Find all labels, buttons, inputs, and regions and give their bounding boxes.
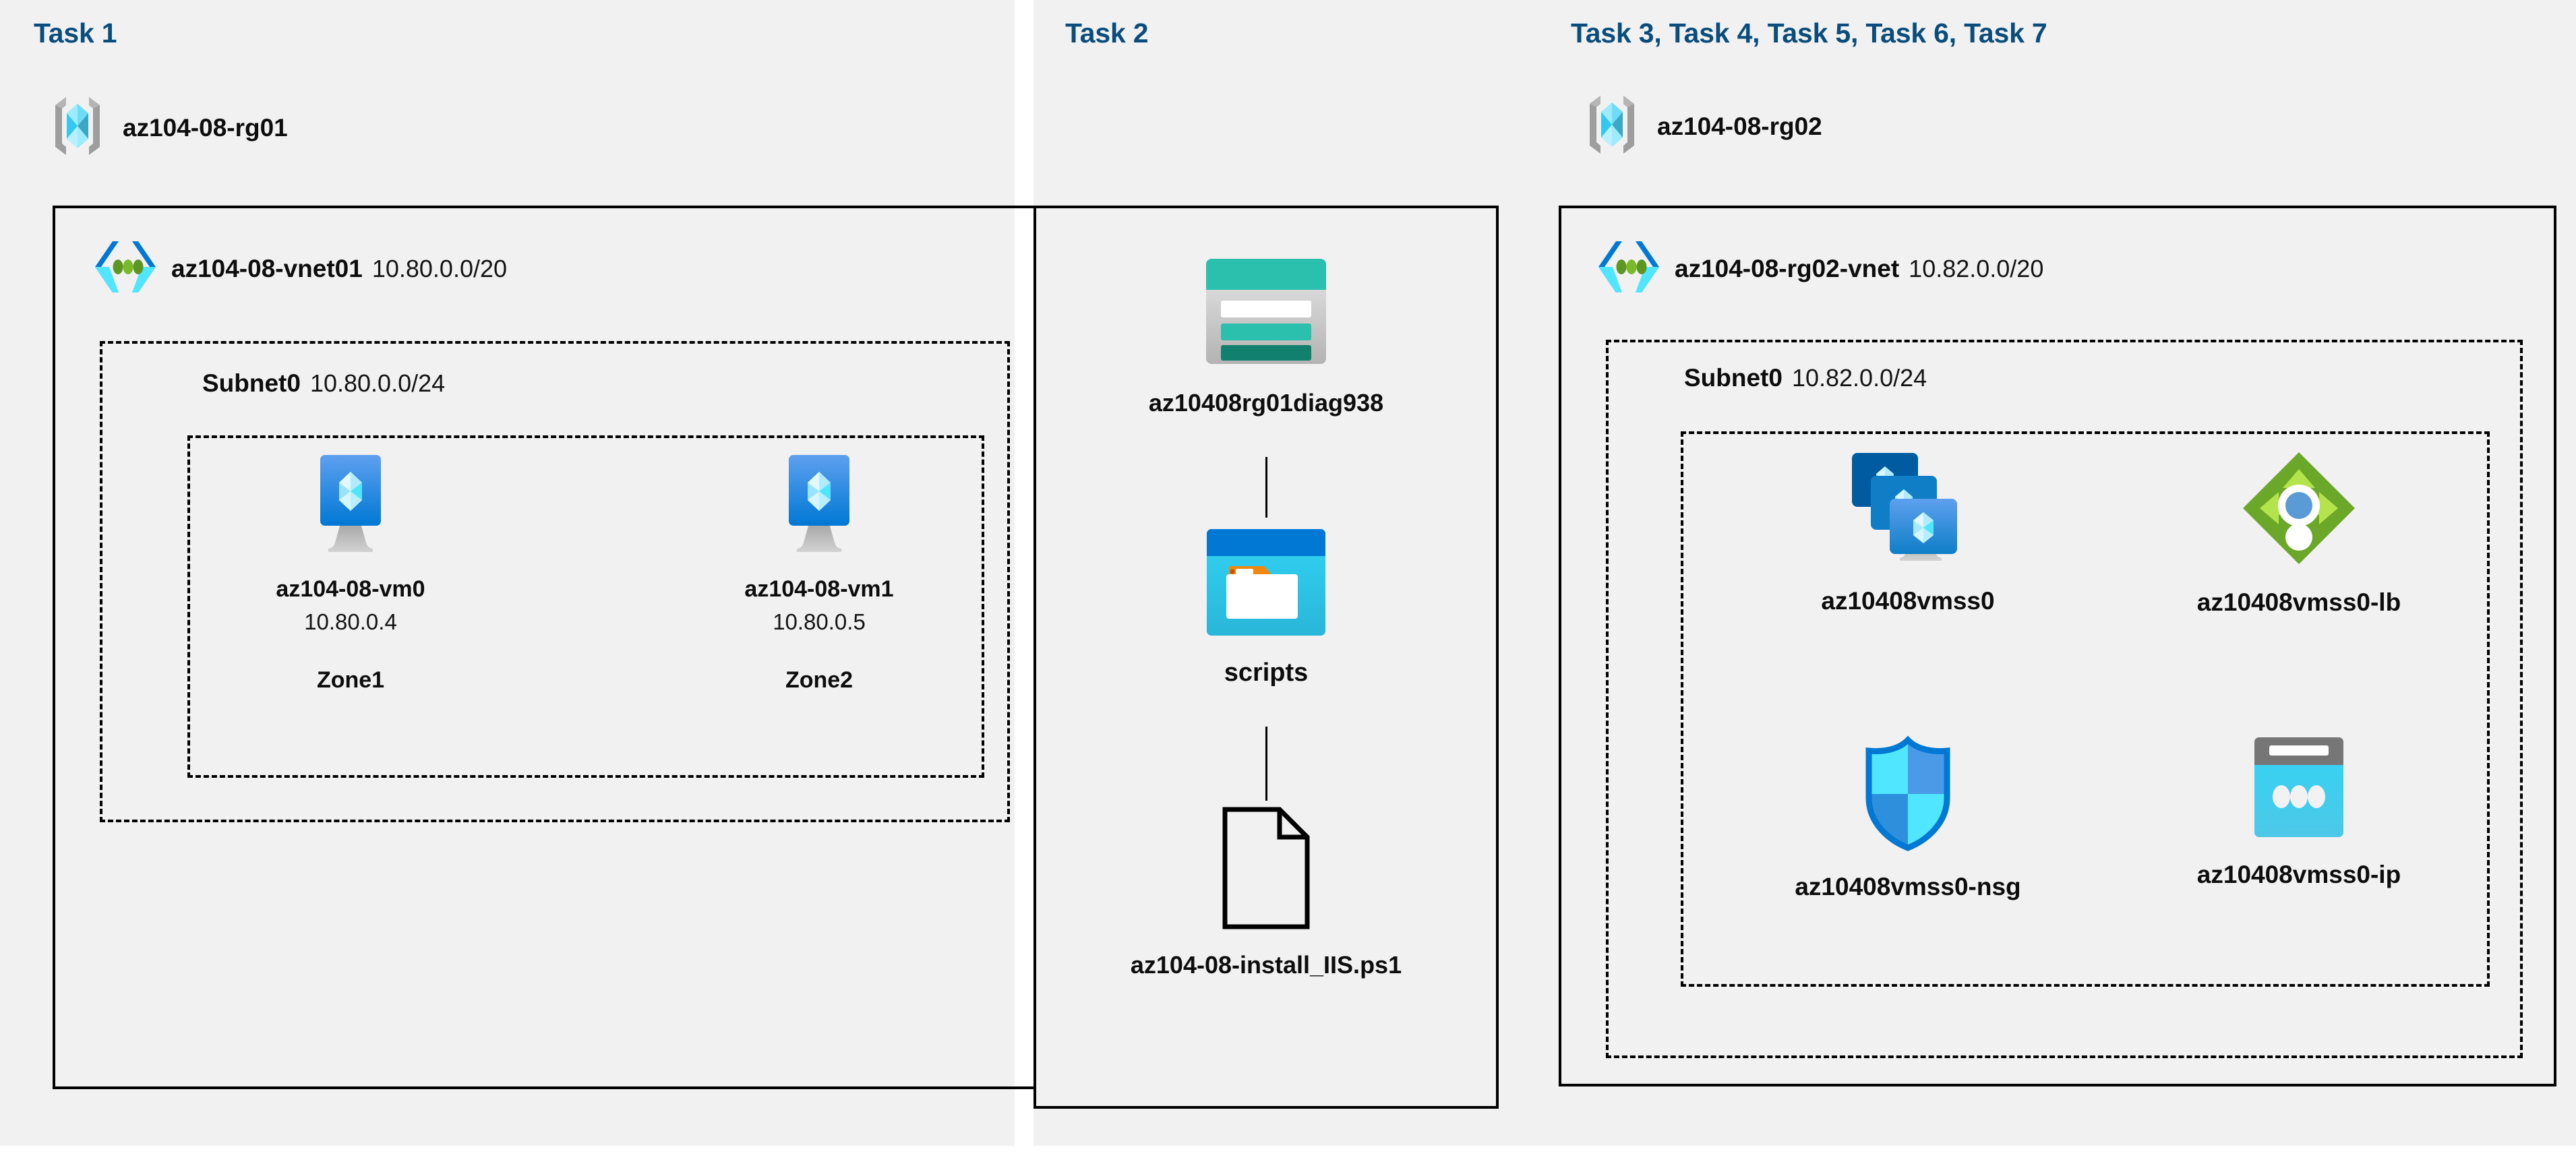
blob-container-node: scripts	[1111, 527, 1421, 687]
task1-vnet-cidr: 10.80.0.0/20	[371, 254, 508, 282]
task3-resource-box	[1681, 431, 2490, 987]
task3-subnet-label: Subnet0 10.82.0.0/24	[1684, 364, 1927, 392]
load-balancer-icon	[2240, 449, 2358, 571]
task3-title: Task 3, Task 4, Task 5, Task 6, Task 7	[1571, 18, 2047, 49]
task3-rg-label: az104-08-rg02	[1657, 112, 1822, 140]
resource-group-icon	[1583, 92, 1641, 161]
vmss-node: az10408vmss0	[1760, 449, 2056, 615]
vm-node-1: az104-08-vm1 10.80.0.5 Zone2	[698, 453, 940, 694]
virtual-network-icon	[1598, 237, 1660, 300]
vm-name-0: az104-08-vm0	[276, 576, 425, 602]
task2-box	[1034, 206, 1499, 1109]
task1-rg-label: az104-08-rg01	[123, 113, 288, 142]
task1-subnet-cidr: 10.80.0.0/24	[309, 369, 446, 397]
task1-vnet-header: az104-08-vnet01 10.80.0.0/20	[94, 237, 507, 300]
public-ip-node: az10408vmss0-ip	[2151, 735, 2447, 889]
task3-vnet-box	[1559, 206, 2556, 1086]
vm-ip-1: 10.80.0.5	[773, 609, 866, 634]
nsg-node: az10408vmss0-nsg	[1760, 735, 2056, 901]
load-balancer-node: az10408vmss0-lb	[2151, 449, 2447, 617]
nsg-name: az10408vmss0-nsg	[1795, 873, 2021, 900]
virtual-machine-icon	[311, 453, 390, 557]
task1-subnet-name: Subnet0	[202, 369, 301, 397]
resource-group-icon	[49, 93, 107, 162]
task1-vnet-name-group: az104-08-vnet01 10.80.0.0/20	[171, 255, 507, 283]
task1-subnet-label: Subnet0 10.80.0.0/24	[202, 369, 445, 398]
task1-title: Task 1	[34, 18, 117, 49]
task3-subnet-cidr: 10.82.0.0/24	[1791, 364, 1927, 392]
task2-title: Task 2	[1065, 18, 1149, 49]
network-security-group-icon	[1857, 735, 1959, 855]
task3-vnet-name-group: az104-08-rg02-vnet 10.82.0.0/20	[1675, 255, 2043, 283]
virtual-network-icon	[94, 237, 156, 300]
blob-container-icon	[1205, 527, 1327, 641]
public-ip-address-icon	[2245, 735, 2353, 843]
task1-resource-group: az104-08-rg01	[49, 93, 288, 162]
vm-ip-0: 10.80.0.4	[304, 609, 397, 634]
connector-storage-scripts	[1265, 457, 1267, 518]
task1-zone-box	[187, 435, 984, 778]
task3-vnet-name: az104-08-rg02-vnet	[1675, 254, 1900, 282]
vm-name-1: az104-08-vm1	[744, 576, 894, 602]
task3-subnet-box	[1606, 340, 2523, 1058]
load-balancer-name: az10408vmss0-lb	[2196, 588, 2401, 616]
vm-zone-1: Zone2	[785, 667, 853, 693]
task3-vnet-cidr: 10.82.0.0/20	[1909, 254, 2044, 282]
panel-task1	[0, 0, 1015, 1146]
task1-vnet-name: az104-08-vnet01	[171, 254, 363, 282]
vm-scale-set-icon	[1848, 449, 1968, 570]
script-file-name: az104-08-install_IIS.ps1	[1130, 951, 1402, 979]
task3-subnet-name: Subnet0	[1684, 364, 1783, 392]
task1-subnet-box	[100, 341, 1010, 822]
storage-account-name: az10408rg01diag938	[1148, 389, 1384, 417]
script-file-icon	[1220, 806, 1312, 933]
connector-scripts-script	[1265, 727, 1267, 801]
vm-zone-0: Zone1	[316, 667, 385, 693]
storage-account-icon	[1203, 256, 1329, 370]
task3-vnet-header: az104-08-rg02-vnet 10.82.0.0/20	[1598, 237, 2043, 300]
panel-task3	[1539, 0, 2576, 1146]
task3-resource-group: az104-08-rg02	[1583, 92, 1822, 161]
vmss-name: az10408vmss0	[1821, 587, 1995, 615]
blob-container-name: scripts	[1224, 658, 1309, 687]
script-file-node: az104-08-install_IIS.ps1	[1111, 806, 1421, 979]
public-ip-name: az10408vmss0-ip	[2196, 861, 2401, 888]
virtual-machine-icon	[779, 453, 859, 557]
vm-node-0: az104-08-vm0 10.80.0.4 Zone1	[229, 453, 472, 694]
storage-account-node: az10408rg01diag938	[1111, 256, 1421, 417]
